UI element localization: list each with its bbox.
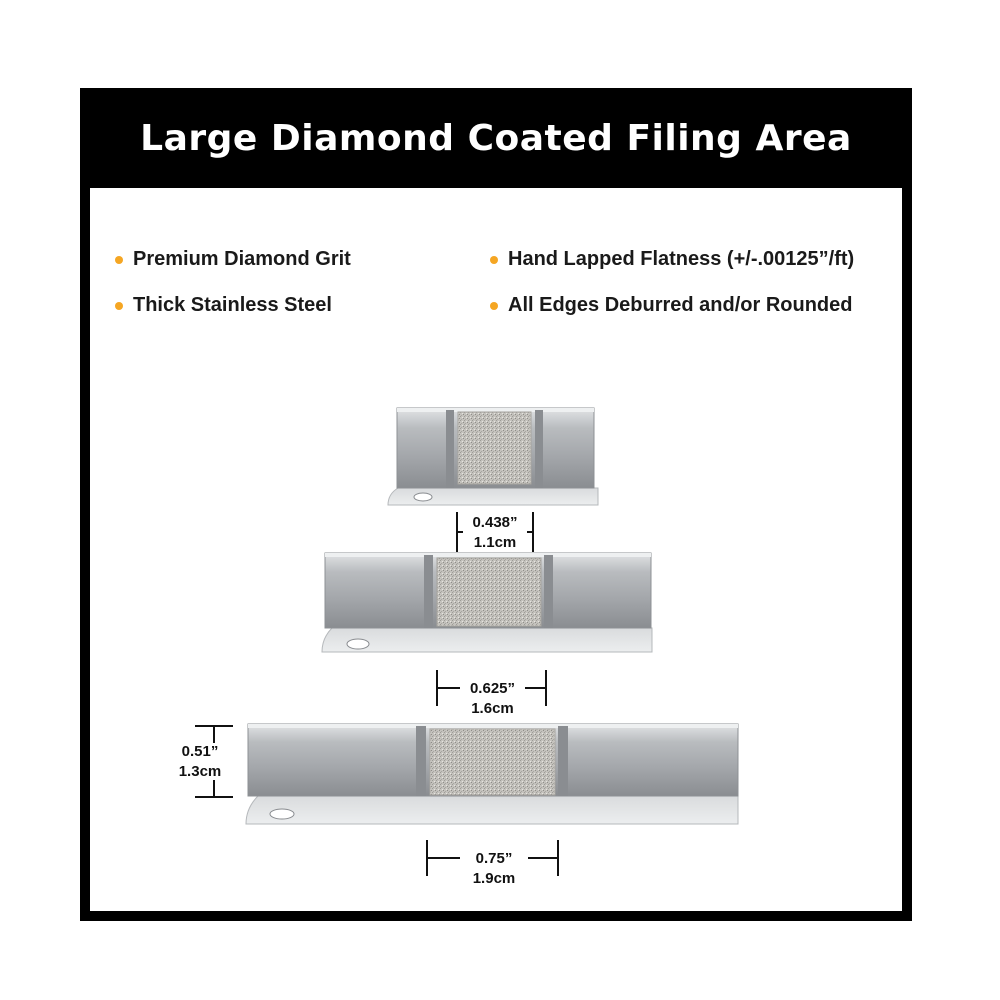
product-frame: Large Diamond Coated Filing Area [80, 88, 912, 921]
feature-label: All Edges Deburred and/or Rounded [508, 294, 853, 316]
large-height-label: 0.51” 1.3cm [178, 743, 222, 780]
feature-item-flatness: Hand Lapped Flatness (+/-.00125”/ft) [490, 248, 854, 271]
small-file [387, 407, 599, 506]
bullet-dot-icon [115, 301, 123, 310]
bullet-dot-icon [490, 255, 498, 264]
diamond-filing-area [457, 411, 532, 485]
feature-label: Premium Diamond Grit [133, 248, 351, 270]
large-width-label: 0.75” 1.9cm [472, 850, 516, 887]
bullet-dot-icon [490, 301, 498, 310]
bullet-dot-icon [115, 255, 123, 264]
diamond-filing-area [429, 728, 556, 796]
page-title: Large Diamond Coated Filing Area [140, 117, 852, 159]
medium-width-label: 0.625” 1.6cm [469, 680, 516, 717]
diamond-filing-area [436, 557, 542, 627]
feature-label: Thick Stainless Steel [133, 294, 332, 316]
medium-file [321, 552, 653, 653]
small-width-label: 0.438” 1.1cm [472, 514, 518, 551]
title-bar: Large Diamond Coated Filing Area [80, 88, 912, 188]
feature-label: Hand Lapped Flatness (+/-.00125”/ft) [508, 248, 855, 270]
feature-item-stainless: Thick Stainless Steel [115, 294, 332, 317]
dimension-lines [195, 512, 559, 876]
feature-item-diamond-grit: Premium Diamond Grit [115, 248, 351, 271]
large-file [245, 723, 739, 825]
feature-item-deburred: All Edges Deburred and/or Rounded [490, 294, 852, 317]
